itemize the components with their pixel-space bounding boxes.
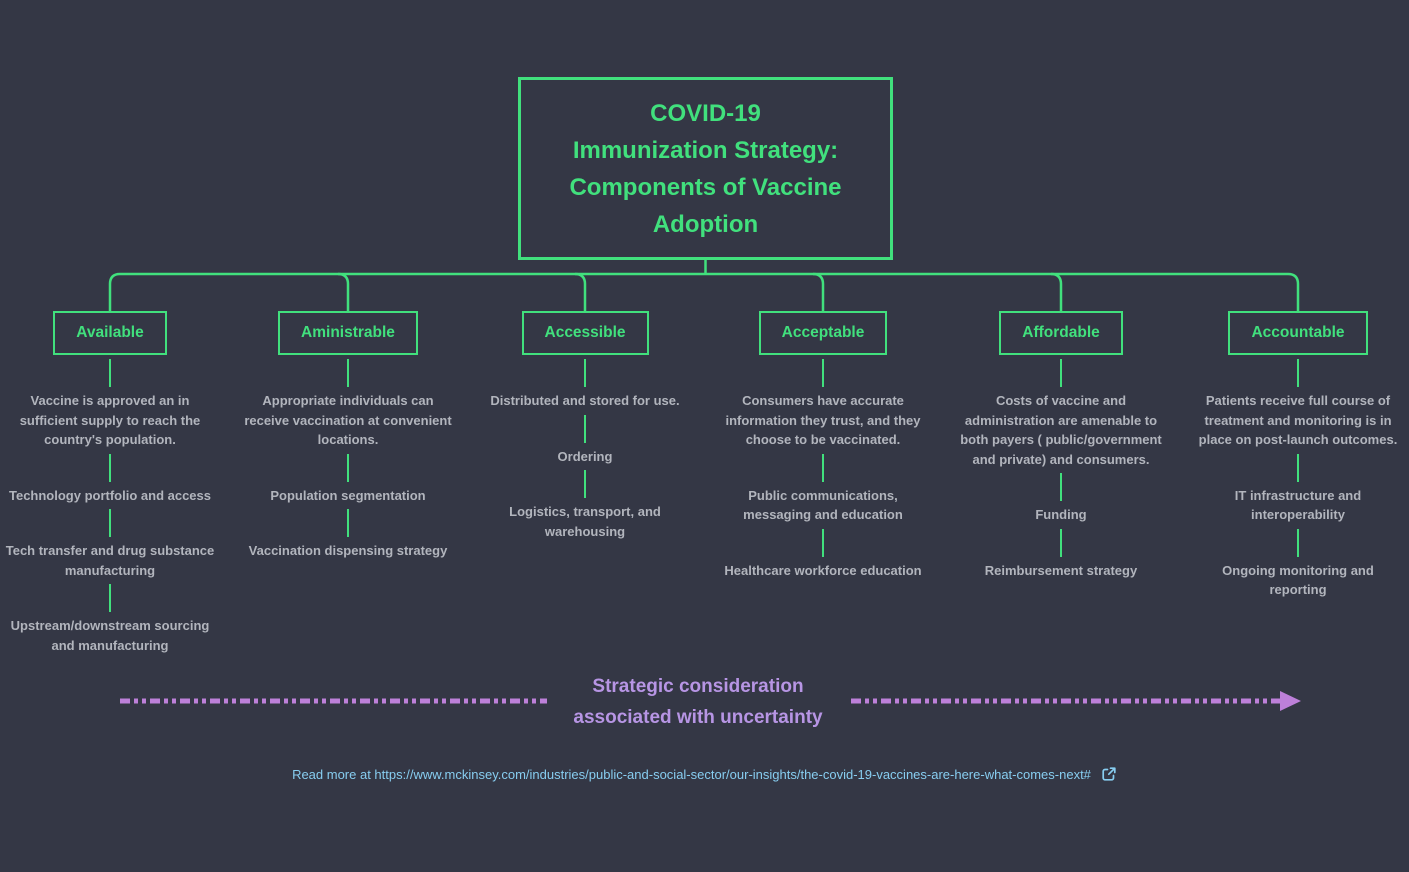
category-label: Affordable	[1022, 324, 1100, 341]
branch-accountable: Accountable Patients receive full course…	[1193, 311, 1403, 600]
item-node: Logistics, transport, and warehousing	[509, 504, 661, 539]
connector-line	[108, 453, 112, 482]
category-label: Accountable	[1251, 324, 1345, 341]
connector-line	[821, 528, 825, 557]
connector-line	[1296, 453, 1300, 482]
category-label: Acceptable	[781, 324, 865, 341]
item-node: Population segmentation	[270, 487, 426, 503]
read-more-link[interactable]: Read more at https://www.mckinsey.com/in…	[292, 766, 1091, 782]
connector-line	[1059, 359, 1063, 387]
connector-line	[108, 359, 112, 387]
item-node: Reimbursement strategy	[984, 562, 1138, 578]
category-node-available: Available	[53, 311, 167, 355]
item-node: Ongoing monitoring and reporting	[1222, 562, 1374, 598]
connector-drop-acceptable	[812, 272, 825, 311]
connector-line	[108, 584, 112, 612]
branch-aministrable: Aministrable Appropriate individuals can…	[243, 311, 453, 561]
category-node-aministrable: Aministrable	[278, 311, 418, 355]
item-node: Vaccine is approved an in sufficient sup…	[19, 393, 201, 447]
branch-accessible: Accessible Distributed and stored for us…	[480, 311, 690, 541]
item-node: Upstream/downstream sourcing and manufac…	[10, 618, 210, 653]
connector-line	[346, 359, 350, 387]
item-node: Costs of vaccine and administration are …	[960, 393, 1162, 467]
connector-line	[1059, 528, 1063, 557]
root-node: COVID-19 Immunization Strategy: Componen…	[518, 77, 893, 260]
category-label: Accessible	[544, 324, 626, 341]
category-node-affordable: Affordable	[999, 311, 1123, 355]
branch-available: Available Vaccine is approved an in suff…	[5, 311, 215, 655]
item-node: Public communications, messaging and edu…	[743, 487, 903, 523]
item-node: Vaccination dispensing strategy	[248, 543, 448, 558]
connector-line	[583, 470, 587, 498]
item-node: Patients receive full course of treatmen…	[1198, 393, 1398, 447]
connector-line	[821, 453, 825, 482]
external-link-icon[interactable]	[1101, 766, 1117, 782]
category-node-accountable: Accountable	[1228, 311, 1368, 355]
uncertainty-annotation: Strategic consideration associated with …	[573, 676, 823, 728]
item-node: Appropriate individuals can receive vacc…	[244, 393, 452, 447]
arrow-head-icon	[1280, 691, 1301, 711]
item-node: Distributed and stored for use.	[490, 393, 680, 408]
connector-trunk	[108, 272, 1300, 311]
connector-line	[583, 414, 587, 443]
connector-drop-affordable	[1050, 272, 1063, 311]
category-label: Aministrable	[301, 324, 395, 341]
item-node: Healthcare workforce education	[724, 562, 922, 578]
connector-line	[1296, 359, 1300, 387]
connector-line	[346, 509, 350, 537]
item-node: Consumers have accurate information they…	[725, 393, 921, 447]
category-label: Available	[76, 324, 144, 341]
connector-drop-aministrable	[337, 272, 350, 311]
item-node: Funding	[1035, 507, 1087, 522]
category-node-accessible: Accessible	[521, 311, 649, 355]
item-node: IT infrastructure and interoperability	[1234, 487, 1362, 523]
connector-line	[108, 509, 112, 537]
connector-line	[346, 453, 350, 482]
item-node: Ordering	[557, 448, 613, 464]
category-node-acceptable: Acceptable	[758, 311, 888, 355]
connector-line	[1296, 528, 1300, 557]
branch-affordable: Affordable Costs of vaccine and administ…	[956, 311, 1166, 580]
connector-line	[583, 359, 587, 387]
branch-acceptable: Acceptable Consumers have accurate infor…	[718, 311, 928, 580]
item-node: Tech transfer and drug substance manufac…	[5, 543, 215, 578]
connector-drop-accessible	[574, 272, 587, 311]
root-node-title: COVID-19 Immunization Strategy: Componen…	[569, 99, 842, 238]
footer: Read more at https://www.mckinsey.com/in…	[0, 766, 1409, 782]
connector-line	[1059, 473, 1063, 501]
connector-line	[821, 359, 825, 387]
item-node: Technology portfolio and access	[8, 487, 211, 503]
